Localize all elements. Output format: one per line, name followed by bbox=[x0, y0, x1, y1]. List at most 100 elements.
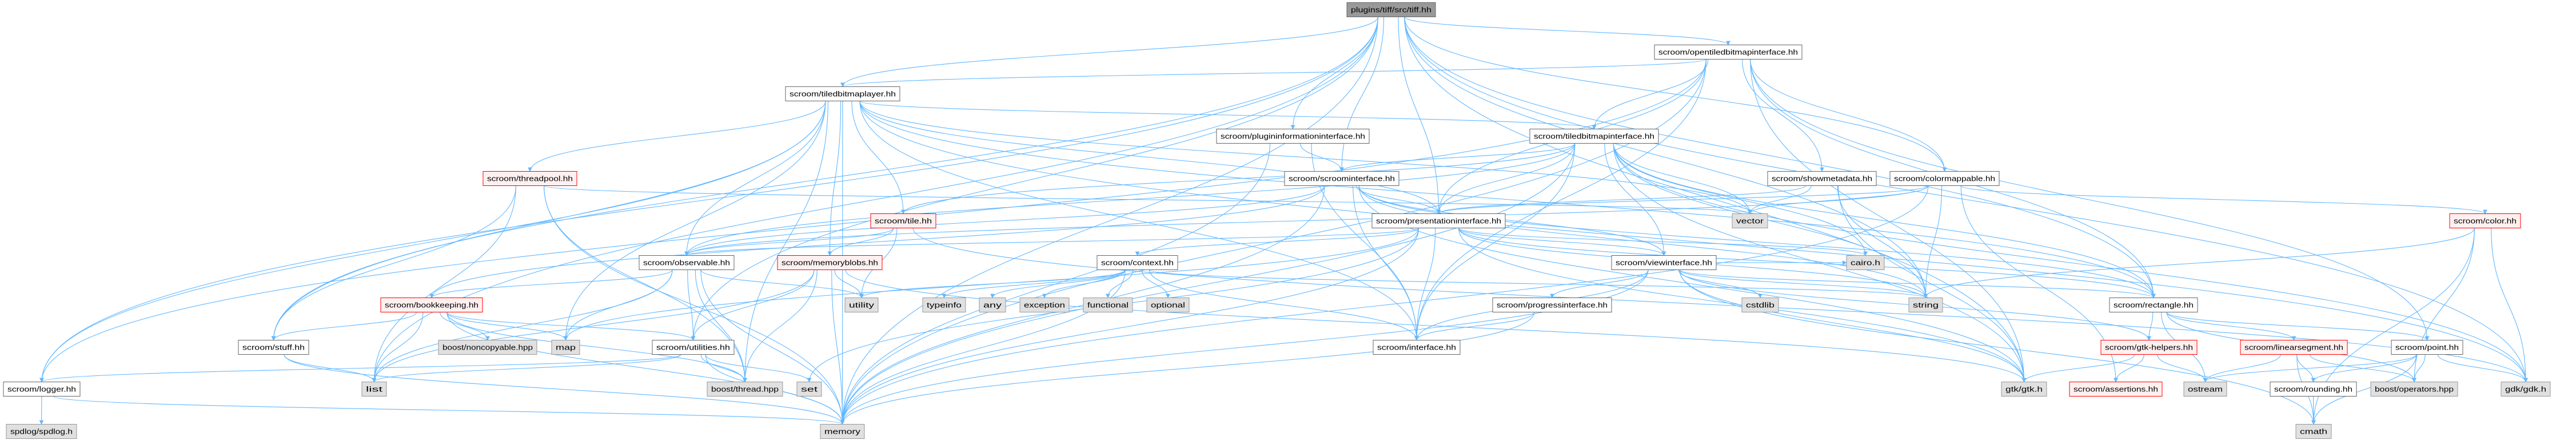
node-box bbox=[6, 424, 77, 439]
node-rounding[interactable]: scroom/rounding.hh bbox=[2270, 382, 2357, 397]
node-tiledlayer[interactable]: scroom/tiledbitmaplayer.hh bbox=[785, 86, 900, 101]
node-rectangle[interactable]: scroom/rectangle.hh bbox=[2109, 298, 2198, 312]
node-label: scroom/scroominterface.hh bbox=[1289, 175, 1395, 183]
edge-stuff-to-list bbox=[284, 354, 377, 383]
node-utilities[interactable]: scroom/utilities.hh bbox=[652, 340, 735, 355]
edge-presif-to-observable bbox=[684, 228, 1419, 256]
node-box bbox=[2183, 382, 2227, 397]
node-box bbox=[1492, 298, 1612, 312]
node-box bbox=[820, 424, 865, 439]
edge-tiff-to-gdk bbox=[1404, 17, 2528, 383]
edge-tiledif-to-cairo bbox=[1613, 143, 1868, 256]
edge-tiledif-to-scroomif bbox=[1339, 143, 1576, 172]
node-assertions[interactable]: scroom/assertions.hh bbox=[2069, 382, 2163, 397]
node-box bbox=[2501, 382, 2551, 397]
edge-memblobs-to-boostthread bbox=[743, 269, 818, 383]
node-box bbox=[361, 382, 387, 397]
edge-tiledlayer-to-interface bbox=[859, 101, 1419, 341]
node-bookkeeping[interactable]: scroom/bookkeeping.hh bbox=[380, 298, 483, 312]
edge-linearseg-to-ostream bbox=[2203, 354, 2281, 383]
node-label: scroom/threadpool.hh bbox=[487, 175, 573, 183]
edge-rectangle-to-gtkhelpers bbox=[2147, 312, 2154, 341]
node-vector: vector bbox=[1732, 213, 1768, 228]
node-box bbox=[1529, 129, 1659, 144]
node-logger[interactable]: scroom/logger.hh bbox=[3, 382, 81, 397]
node-label: scroom/tile.hh bbox=[875, 217, 932, 225]
edge-tiff-to-string bbox=[1404, 17, 1928, 299]
node-label: scroom/context.hh bbox=[1101, 259, 1174, 267]
edge-color-to-operators bbox=[2412, 228, 2475, 383]
node-label: scroom/assertions.hh bbox=[2073, 385, 2158, 394]
node-progressif[interactable]: scroom/progressinterface.hh bbox=[1492, 298, 1612, 312]
edge-point-to-operators bbox=[2412, 354, 2426, 383]
node-presif[interactable]: scroom/presentationinterface.hh bbox=[1371, 213, 1506, 228]
edge-tiledif-to-interface bbox=[1414, 143, 1576, 341]
node-box bbox=[1611, 255, 1717, 270]
edge-memblobs-to-gtk bbox=[845, 269, 2027, 383]
node-opentiled[interactable]: scroom/opentiledbitmapinterface.hh bbox=[1654, 45, 1803, 60]
node-tiledif[interactable]: scroom/tiledbitmapinterface.hh bbox=[1529, 129, 1659, 144]
node-gdk: gdk/gdk.h bbox=[2501, 382, 2551, 397]
node-context[interactable]: scroom/context.hh bbox=[1096, 255, 1178, 270]
node-label: scroom/plugininformationinterface.hh bbox=[1221, 132, 1365, 141]
edge-opentiled-to-gtk bbox=[1750, 59, 2027, 383]
node-label: scroom/memoryblobs.hh bbox=[781, 259, 878, 267]
node-box bbox=[1373, 340, 1461, 355]
node-label: gdk/gdk.h bbox=[2505, 385, 2546, 394]
node-colormap[interactable]: scroom/colormappable.hh bbox=[1889, 171, 2000, 186]
node-typeinfo: typeinfo bbox=[922, 298, 966, 312]
node-set: set bbox=[796, 382, 822, 397]
edge-bookkeeping-to-list bbox=[372, 312, 424, 383]
node-tile[interactable]: scroom/tile.hh bbox=[870, 213, 936, 228]
edge-gtkhelpers-to-gtk bbox=[2021, 354, 2135, 383]
node-threadpool[interactable]: scroom/threadpool.hh bbox=[482, 171, 577, 186]
node-label: set bbox=[801, 385, 818, 394]
node-label: spdlog/spdlog.h bbox=[10, 427, 73, 436]
node-linearseg[interactable]: scroom/linearsegment.hh bbox=[2240, 340, 2348, 355]
edge-viewif-to-gtk bbox=[1679, 269, 2027, 383]
edge-utilities-to-logger bbox=[39, 354, 681, 383]
edge-memblobs-to-list bbox=[372, 269, 815, 383]
node-interface[interactable]: scroom/interface.hh bbox=[1373, 340, 1461, 355]
node-label: scroom/viewinterface.hh bbox=[1616, 259, 1712, 267]
edge-threadpool-to-vector bbox=[544, 185, 1752, 215]
edge-gtkhelpers-to-ostream bbox=[2157, 354, 2208, 383]
node-plugininfo[interactable]: scroom/plugininformationinterface.hh bbox=[1216, 129, 1370, 144]
node-viewif[interactable]: scroom/viewinterface.hh bbox=[1611, 255, 1717, 270]
edge-tiledlayer-to-gdk bbox=[859, 101, 2528, 383]
edge-colormap-to-string bbox=[1923, 185, 1943, 299]
edge-tiledif-to-gdk bbox=[1613, 143, 2528, 383]
node-observable[interactable]: scroom/observable.hh bbox=[639, 255, 735, 270]
edge-tile-to-memblobs bbox=[827, 228, 894, 256]
edge-gtkhelpers-to-assertions bbox=[2114, 354, 2144, 383]
node-stuff[interactable]: scroom/stuff.hh bbox=[238, 340, 309, 355]
node-box bbox=[922, 298, 966, 312]
edge-stuff-to-memory bbox=[284, 354, 845, 425]
node-box bbox=[1846, 255, 1885, 270]
node-label: typeinfo bbox=[927, 301, 962, 310]
node-label: scroom/colormappable.hh bbox=[1894, 175, 1995, 183]
node-box bbox=[1654, 45, 1803, 60]
edge-bookkeeping-to-noncopyable bbox=[440, 312, 490, 341]
node-scroomif[interactable]: scroom/scroominterface.hh bbox=[1284, 171, 1399, 186]
node-box bbox=[1371, 213, 1506, 228]
node-label: boost/operators.hpp bbox=[2375, 385, 2454, 394]
node-showmeta[interactable]: scroom/showmetadata.hh bbox=[1767, 171, 1877, 186]
node-point[interactable]: scroom/point.hh bbox=[2391, 340, 2463, 355]
node-gtkhelpers[interactable]: scroom/gtk-helpers.hh bbox=[2100, 340, 2198, 355]
edge-tiledif-to-string bbox=[1613, 143, 1928, 299]
node-any: any bbox=[979, 298, 1006, 312]
edge-memblobs-to-utilities bbox=[691, 269, 815, 341]
node-memblobs[interactable]: scroom/memoryblobs.hh bbox=[777, 255, 883, 270]
edge-utilities-to-list bbox=[372, 354, 681, 383]
edge-tiff-to-logger bbox=[39, 17, 1378, 383]
node-tiff[interactable]: plugins/tiff/src/tiff.hh bbox=[1346, 2, 1436, 17]
node-label: functional bbox=[1087, 301, 1129, 310]
node-operators: boost/operators.hpp bbox=[2370, 382, 2458, 397]
node-color[interactable]: scroom/color.hh bbox=[2449, 213, 2521, 228]
node-box bbox=[639, 255, 735, 270]
edge-context-to-utility bbox=[859, 269, 1126, 299]
edge-tiledlayer-to-tiledif bbox=[859, 101, 1596, 130]
node-box bbox=[1346, 2, 1436, 17]
edge-context-to-typeinfo bbox=[942, 269, 1126, 299]
